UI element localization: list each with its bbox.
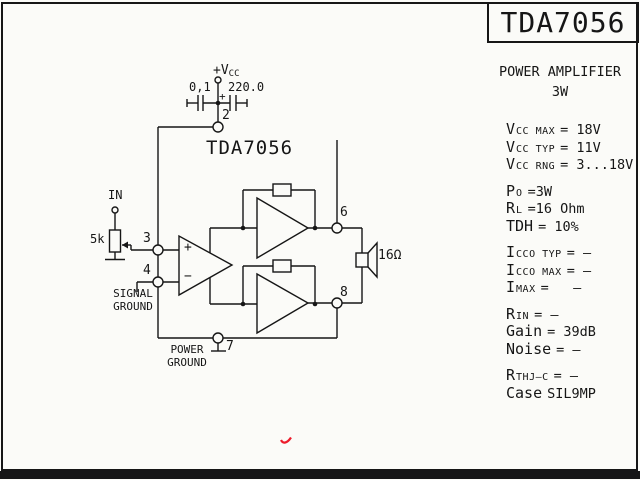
spec-label-sub: THJ–C bbox=[516, 372, 549, 383]
pin7-circle bbox=[212, 332, 224, 344]
bottom-border-bar bbox=[0, 471, 640, 479]
input-label: IN bbox=[108, 188, 123, 202]
pin4-circle bbox=[152, 276, 164, 288]
spec-label-sub: CCO TYP bbox=[516, 249, 562, 260]
spec-label-main: Case bbox=[506, 383, 543, 402]
cap-right-value: 220.0 bbox=[228, 80, 265, 94]
spec-value: =3W bbox=[527, 183, 552, 200]
vcc-label: +VCC bbox=[213, 63, 240, 79]
spec-label-main: P bbox=[506, 181, 516, 200]
spec-label-main: V bbox=[506, 137, 516, 156]
feedback-resistor-upper-icon bbox=[272, 183, 292, 197]
output-amp-upper-icon bbox=[256, 196, 310, 260]
spec-label-main: I bbox=[506, 243, 516, 261]
spec-value: = – bbox=[556, 341, 581, 358]
spec-label-main: I bbox=[506, 278, 516, 296]
input-opamp-icon bbox=[178, 234, 234, 297]
pin3-label: 3 bbox=[143, 231, 151, 246]
spec-value: = 10% bbox=[538, 218, 579, 235]
spec-value: =16 Ohm bbox=[527, 201, 585, 217]
spec-label-sub: IN bbox=[516, 310, 530, 322]
opamp-plus-sign: + bbox=[184, 240, 192, 255]
spec-label-sub: CC RNG bbox=[516, 161, 556, 172]
feedback-resistor-lower-icon bbox=[272, 259, 292, 273]
pin3-circle bbox=[152, 244, 164, 256]
spec-value: = – bbox=[553, 368, 579, 384]
pin6-circle bbox=[331, 222, 343, 234]
spec-label-sub: O bbox=[516, 187, 523, 199]
spec-value: = 3...18V bbox=[560, 157, 634, 173]
pin7-label: 7 bbox=[226, 339, 234, 354]
pin2-circle bbox=[212, 121, 224, 133]
spec-value: = 18V bbox=[560, 122, 601, 138]
cap-left-value: 0,1 bbox=[189, 80, 211, 94]
spec-value: = – bbox=[534, 306, 559, 323]
spec-label-main: R bbox=[506, 366, 516, 384]
spec-value: = – bbox=[540, 280, 582, 296]
spec-label-main: Noise bbox=[506, 339, 552, 358]
opamp-minus-sign: − bbox=[184, 269, 192, 284]
spec-value: = – bbox=[566, 245, 592, 261]
spec-row: Gain= 39dB bbox=[506, 322, 636, 340]
part-number-title: TDA7056 bbox=[500, 6, 626, 39]
pin8-label: 8 bbox=[340, 285, 348, 300]
spec-label-main: TDH bbox=[506, 216, 534, 235]
spec-label-main: I bbox=[506, 260, 516, 279]
spec-value: = 11V bbox=[560, 139, 601, 156]
cap-polarity-sign: + bbox=[219, 90, 226, 103]
potentiometer-icon bbox=[108, 229, 122, 253]
vcc-terminal-icon bbox=[214, 76, 222, 84]
pin6-label: 6 bbox=[340, 205, 348, 220]
chip-label: TDA7056 bbox=[206, 137, 294, 159]
spec-label-main: R bbox=[506, 199, 516, 217]
output-amp-lower-icon bbox=[256, 272, 310, 335]
subtitle-line: POWER AMPLIFIER bbox=[499, 64, 621, 80]
speaker-impedance-label: 16Ω bbox=[378, 248, 402, 263]
wiper-arrow-icon bbox=[122, 241, 128, 249]
spec-label-sub: MAX bbox=[516, 284, 536, 295]
red-scan-mark bbox=[280, 436, 292, 444]
title-box: TDA7056 bbox=[487, 2, 639, 43]
spec-label-sub: CCO MAX bbox=[516, 266, 562, 278]
spec-row: TDH= 10% bbox=[506, 217, 636, 235]
spec-label-main: V bbox=[506, 155, 516, 173]
spec-label-main: R bbox=[506, 304, 516, 323]
input-terminal-icon bbox=[111, 206, 119, 214]
spec-label-main: V bbox=[506, 120, 516, 138]
pin8-circle bbox=[331, 297, 343, 309]
pot-value: 5k bbox=[90, 232, 105, 246]
power-rating: 3W bbox=[551, 84, 569, 100]
spec-value: = 39dB bbox=[547, 324, 596, 340]
spec-label-sub: CC TYP bbox=[516, 143, 556, 155]
spec-label-sub: CC MAX bbox=[516, 126, 556, 137]
subtitle-block: POWER AMPLIFIER 3W bbox=[480, 62, 640, 102]
pin4-label: 4 bbox=[143, 263, 151, 278]
spec-label-sub: L bbox=[516, 205, 523, 216]
spec-label-main: Gain bbox=[506, 322, 543, 340]
speaker-icon bbox=[355, 252, 369, 268]
page-border bbox=[1, 2, 638, 471]
spec-value: = – bbox=[566, 262, 592, 279]
spec-value: SIL9MP bbox=[547, 385, 596, 402]
spec-row: Noise= – bbox=[506, 340, 636, 358]
pin2-label: 2 bbox=[222, 108, 230, 123]
